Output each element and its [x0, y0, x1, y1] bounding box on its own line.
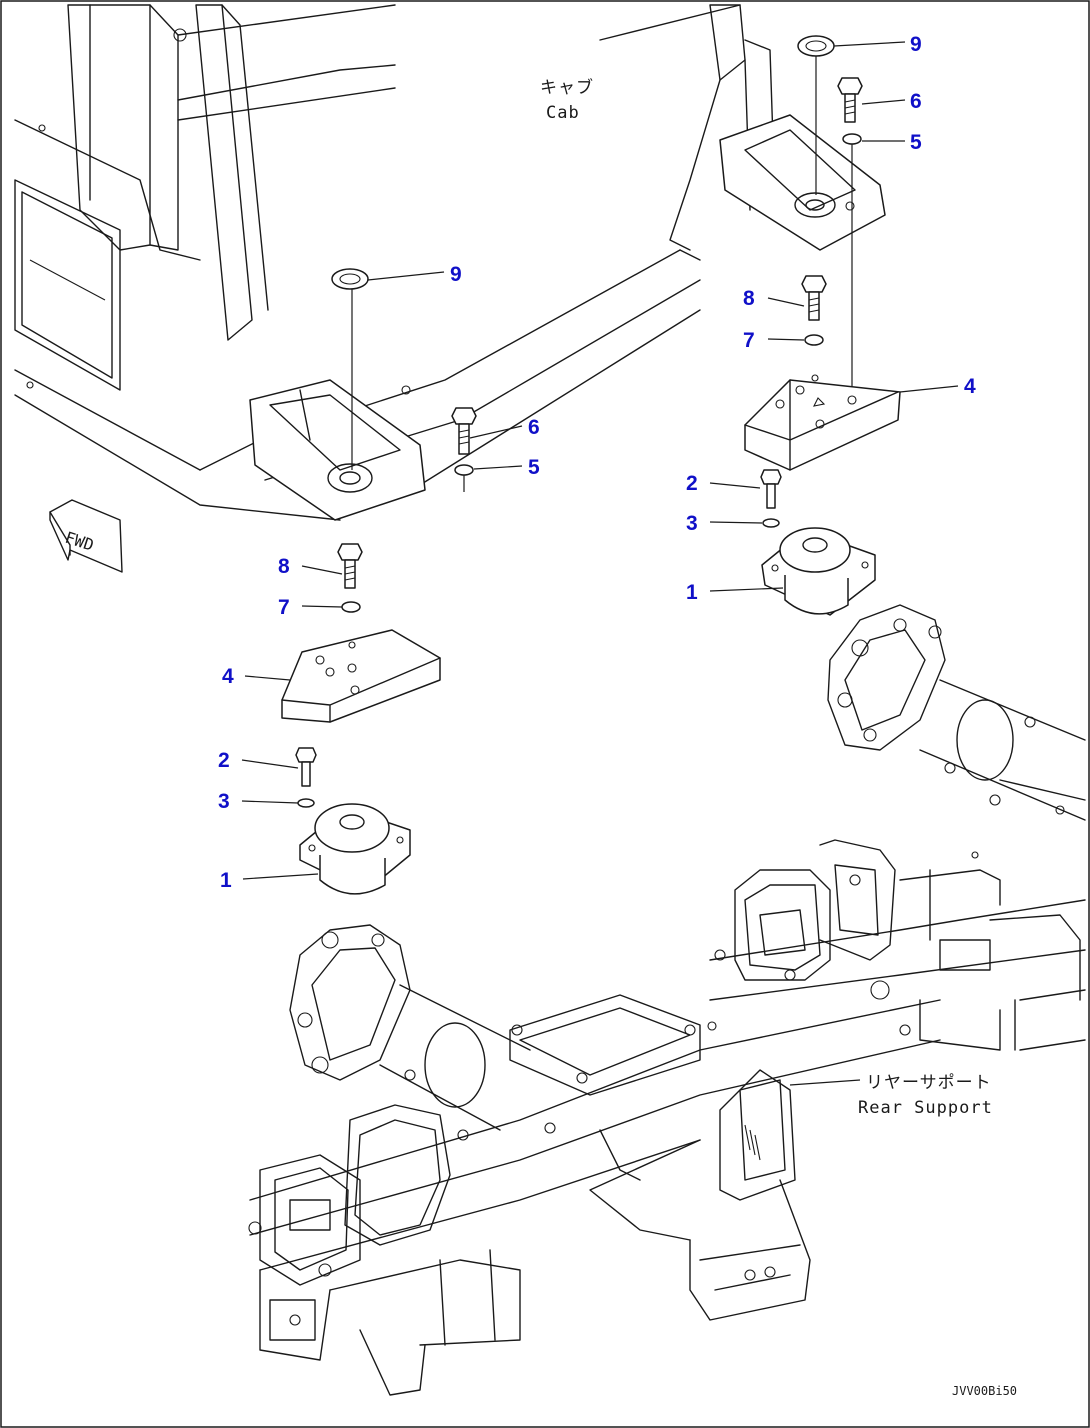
rear-axle-assembly [248, 604, 1086, 1396]
callout-4-right: 4 [964, 375, 976, 398]
callout-7-right: 7 [743, 329, 755, 352]
cab-frame [14, 4, 776, 521]
callout-4-left: 4 [222, 665, 234, 688]
fwd-arrow-icon [49, 499, 123, 573]
callout-5-left: 5 [528, 456, 540, 479]
callout-leaders [241, 41, 959, 880]
fwd-label: FWD [63, 528, 96, 555]
callout-1-left: 1 [220, 869, 232, 892]
drawing-code: JVV00Bi50 [952, 1384, 1017, 1398]
callout-2-right: 2 [686, 472, 698, 495]
callout-7-left: 7 [278, 596, 290, 619]
rear-support-label-jp: リヤーサポート [866, 1073, 992, 1093]
callout-3-left: 3 [218, 790, 230, 813]
callout-6-right: 6 [910, 90, 922, 113]
callout-1-right: 1 [686, 581, 698, 604]
left-mount-parts [281, 268, 477, 895]
rear-support-label-en: Rear Support [858, 1098, 993, 1118]
cab-label-en: Cab [546, 103, 580, 123]
callout-2-left: 2 [218, 749, 230, 772]
callout-8-left: 8 [278, 555, 290, 578]
right-cab-mount-bracket [719, 114, 886, 251]
callout-5-right: 5 [910, 131, 922, 154]
left-cab-mount-bracket [249, 379, 426, 521]
callout-9-left: 9 [450, 263, 462, 286]
callout-8-right: 8 [743, 287, 755, 310]
right-mount-parts [744, 35, 901, 616]
cab-label-jp: キャブ [540, 77, 594, 98]
callout-3-right: 3 [686, 512, 698, 535]
callout-9-right: 9 [910, 33, 922, 56]
callout-6-left: 6 [528, 416, 540, 439]
